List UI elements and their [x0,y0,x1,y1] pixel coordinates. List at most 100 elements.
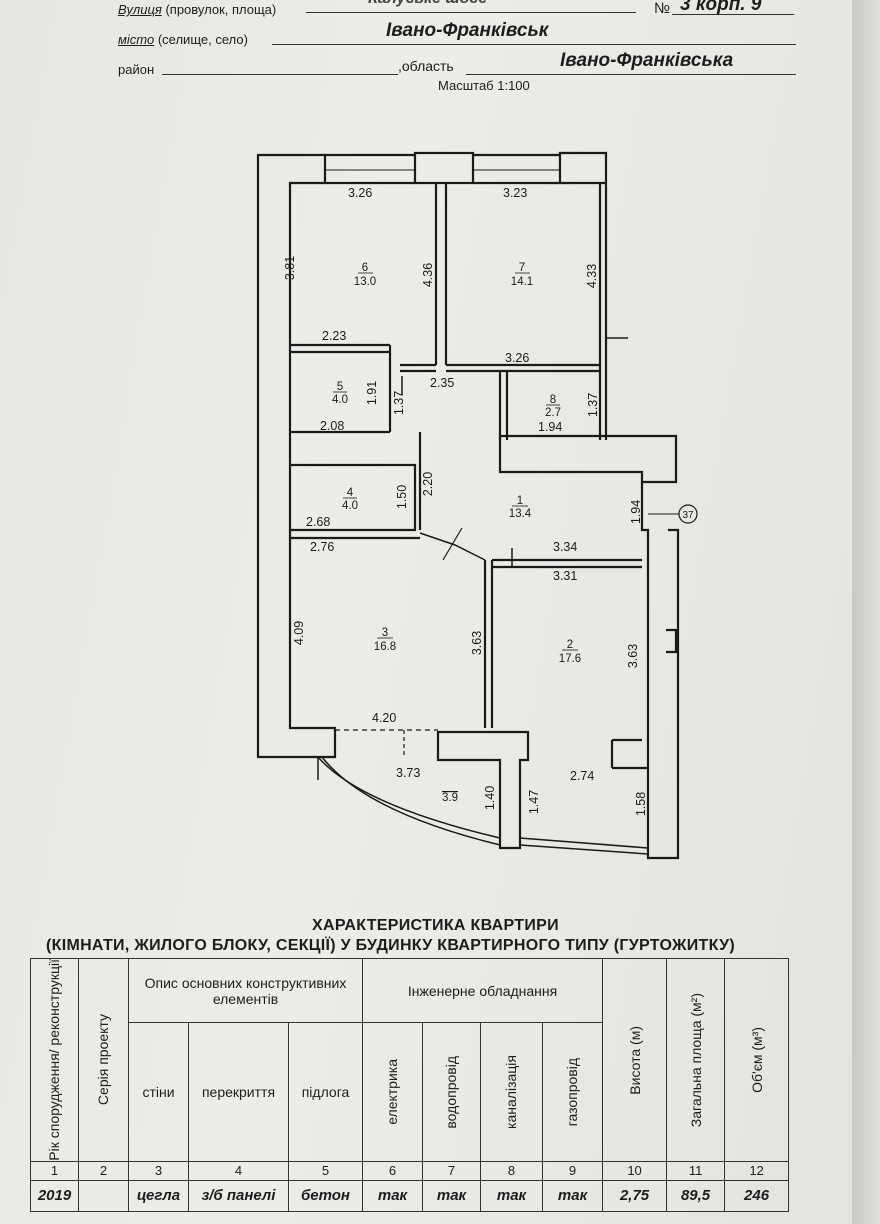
district-line [162,74,398,75]
col-walls: стіни [128,1022,189,1162]
col-water: водопровід [422,1022,482,1162]
scale-label: Масштаб 1:100 [438,78,530,93]
col-index: 5 [287,1160,364,1181]
cell-year: 2019 [30,1179,79,1212]
characteristics-table: Рік спорудження/ реконструкції Серія про… [30,958,790,1212]
room-area: 17.6 [559,653,581,665]
cell-gas: так [542,1179,604,1212]
cell-walls: цегла [128,1179,189,1212]
dim-label-vertical: 3.63 [626,644,640,668]
room-number: 6 [362,262,368,274]
cell-volume: 246 [724,1179,790,1212]
region-label: ,область [398,58,454,74]
city-label: місто (селище, село) [118,32,248,47]
balcony-area: 3.9 [442,792,458,804]
dim-label-vertical: 1.47 [527,790,541,814]
room-area: 16.8 [374,641,396,653]
dim-label-vertical: 4.09 [292,621,306,645]
street-value: Калуське шосе [368,0,487,8]
dim-label: 1.94 [538,420,562,434]
room-number: 5 [337,381,343,393]
cell-area: 89,5 [666,1179,726,1212]
region-line [466,74,796,75]
dim-label-vertical: 4.33 [585,264,599,288]
number-line [672,14,794,15]
dim-label: 2.23 [322,329,346,343]
cell-height: 2,75 [602,1179,668,1212]
room-area: 4.0 [332,394,348,406]
cell-floor: бетон [287,1179,364,1212]
col-electric: електрика [362,1022,424,1162]
street-label: Вулиця (провулок, площа) [118,2,277,17]
number-label: № [654,0,671,17]
col-index: 1 [30,1160,79,1181]
district-label: район [118,62,155,77]
dim-label: 2.68 [306,515,330,529]
col-series: Серія проекту [78,958,129,1162]
street-line [306,12,636,13]
col-index: 3 [128,1160,189,1181]
room-area: 2.7 [545,407,561,419]
col-index: 12 [724,1160,790,1181]
group-engineering: Інженерне обладнання [362,958,604,1023]
dim-label-vertical: 1.91 [365,381,379,405]
cell-sewer: так [480,1179,544,1212]
dim-label: 3.73 [396,766,420,780]
room-number: 4 [347,487,354,499]
city-value: Івано-Франківськ [386,20,549,41]
room-number: 1 [517,495,523,507]
col-volume: Об'єм (м³) [724,958,790,1162]
axis-marker: 37 [682,510,694,521]
dim-label-vertical: 2.20 [421,472,435,496]
col-height: Висота (м) [602,958,668,1162]
dim-label: 3.26 [348,186,372,200]
room-area: 14.1 [511,276,533,288]
col-index: 2 [78,1160,129,1181]
floor-plan: 3.26 3.23 2.23 2.35 3.26 2.08 1.94 2.68 … [256,151,698,860]
dim-label-vertical: 1.50 [395,485,409,509]
col-floor: підлога [287,1022,364,1162]
cell-electric: так [362,1179,424,1212]
dim-label-vertical: 1.40 [483,786,497,810]
dim-label-vertical: 3.63 [470,631,484,655]
dim-label: 3.26 [505,351,529,365]
col-ceilings: перекриття [188,1022,289,1162]
building-number: 3 корп. 9 [680,0,762,15]
dim-label-vertical: 1.37 [392,391,406,415]
col-year: Рік спорудження/ реконструкції [30,958,79,1162]
col-index: 9 [542,1160,604,1181]
dim-label: 2.08 [320,419,344,433]
room-number: 2 [567,639,573,651]
col-gas: газопровід [542,1022,604,1162]
room-area: 13.4 [509,508,532,520]
dim-label-vertical: 3.81 [283,256,297,280]
dim-label: 3.34 [553,540,577,554]
group-structures: Опис основних конструктивних елементів [127,958,364,1023]
city-line [272,44,796,45]
room-number: 8 [550,394,556,406]
room-area: 13.0 [354,276,376,288]
region-value: Івано-Франківська [560,50,734,71]
dim-label: 2.74 [570,769,594,783]
col-index: 7 [422,1160,482,1181]
col-sewer: каналізація [480,1022,544,1162]
dim-label-vertical: 1.94 [629,500,643,524]
section-title: ХАРАКТЕРИСТИКА КВАРТИРИ [312,917,559,934]
cell-series [78,1179,129,1212]
cell-ceilings: з/б панелі [188,1179,289,1212]
col-index: 11 [666,1160,726,1181]
room-area: 4.0 [342,500,358,512]
dim-label: 2.35 [430,376,454,390]
dim-label: 2.76 [310,540,334,554]
dim-label: 4.20 [372,711,396,725]
page-edge [852,0,880,1224]
dim-label-vertical: 1.37 [586,393,600,417]
dim-label: 3.31 [553,569,577,583]
section-subtitle: (КІМНАТИ, ЖИЛОГО БЛОКУ, СЕКЦІЇ) У БУДИНК… [46,937,735,954]
dim-label: 3.23 [503,186,527,200]
dim-label-vertical: 4.36 [421,263,435,287]
cell-water: так [422,1179,482,1212]
col-index: 4 [188,1160,289,1181]
col-index: 10 [602,1160,668,1181]
col-area: Загальна площа (м²) [666,958,726,1162]
